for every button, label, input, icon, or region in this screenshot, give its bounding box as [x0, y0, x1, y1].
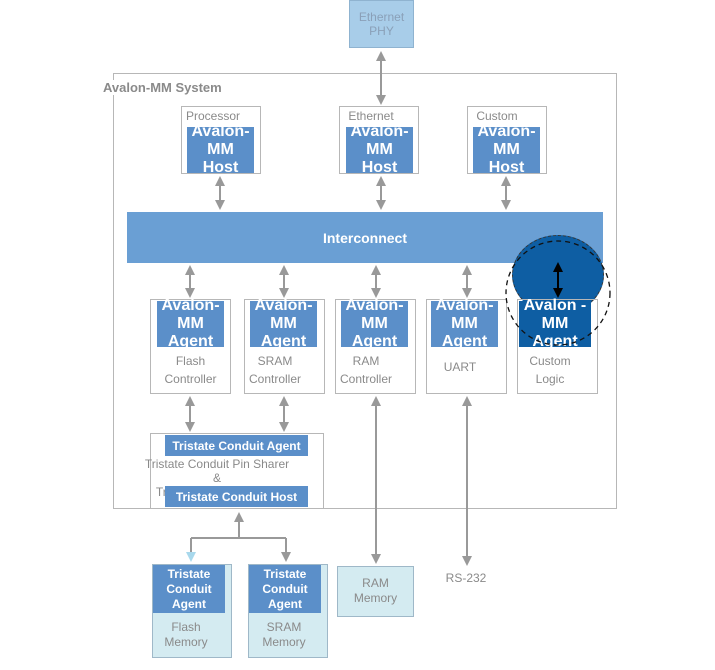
avalon-mm-system-frame [113, 73, 617, 509]
agent-custom-block: Avalon - MM Agent [519, 297, 591, 350]
tristate-agent-block: Tristate Conduit Agent [165, 435, 308, 456]
agent-custom-label: Avalon - MM Agent [523, 297, 587, 350]
flash-memory-agent-label: Tristate Conduit Agent [166, 566, 212, 611]
agent-flash-label: Avalon-MM Agent [161, 297, 220, 350]
rs232-label: RS-232 [445, 571, 487, 585]
interconnect-label: Interconnect [322, 229, 407, 246]
agent-sram-caption: SRAM Controller [248, 354, 302, 386]
sram-memory-agent: Tristate Conduit Agent [249, 565, 321, 613]
tristate-host-block: Tristate Conduit Host [165, 486, 308, 507]
tristate-agent-label: Tristate Conduit Agent [172, 438, 301, 453]
highlight-dashed-circle [505, 240, 611, 346]
ethernet-phy-block: Ethernet PHY [349, 0, 414, 48]
agent-sram-block: Avalon-MM Agent [250, 297, 317, 350]
agent-uart-block: Avalon-MM Agent [431, 297, 498, 350]
host-custom-logic-label: Avalon-MM Host [477, 123, 536, 176]
flash-memory-caption: Flash Memory [164, 620, 208, 649]
sram-memory-agent-label: Tristate Conduit Agent [262, 566, 308, 611]
host-custom-logic-block: Avalon-MM Host [473, 123, 540, 176]
agent-ram-block: Avalon-MM Agent [341, 297, 408, 350]
agent-custom-logic [517, 299, 598, 394]
sram-memory-caption: SRAM Memory [262, 620, 306, 649]
host-ethernet-mac-block: Avalon-MM Host [346, 123, 413, 176]
flash-memory-agent: Tristate Conduit Agent [153, 565, 225, 613]
host-processor-block: Avalon-MM Host [187, 123, 254, 176]
agent-custom-caption: Custom Logic [529, 354, 571, 386]
host-processor-label: Avalon-MM Host [191, 123, 250, 176]
host-ethernet-mac-label: Avalon-MM Host [350, 123, 409, 176]
agent-ram-label: Avalon-MM Agent [345, 297, 404, 350]
host-processor-caption: Processor [185, 109, 241, 123]
agent-flash-block: Avalon-MM Agent [157, 297, 224, 350]
agent-ram-caption: RAM Controller [339, 354, 393, 386]
tristate-host-label: Tristate Conduit Host [175, 489, 298, 504]
ram-memory-label: RAM Memory [353, 576, 398, 605]
system-title: Avalon-MM System [103, 80, 222, 95]
ram-memory: RAM Memory [337, 566, 414, 617]
agent-sram-label: Avalon-MM Agent [254, 297, 313, 350]
agent-uart-caption: UART [443, 360, 477, 374]
agent-flash-caption: Flash Controller [164, 354, 217, 386]
ethernet-phy-label: Ethernet PHY [358, 10, 405, 38]
agent-uart-label: Avalon-MM Agent [435, 297, 494, 350]
